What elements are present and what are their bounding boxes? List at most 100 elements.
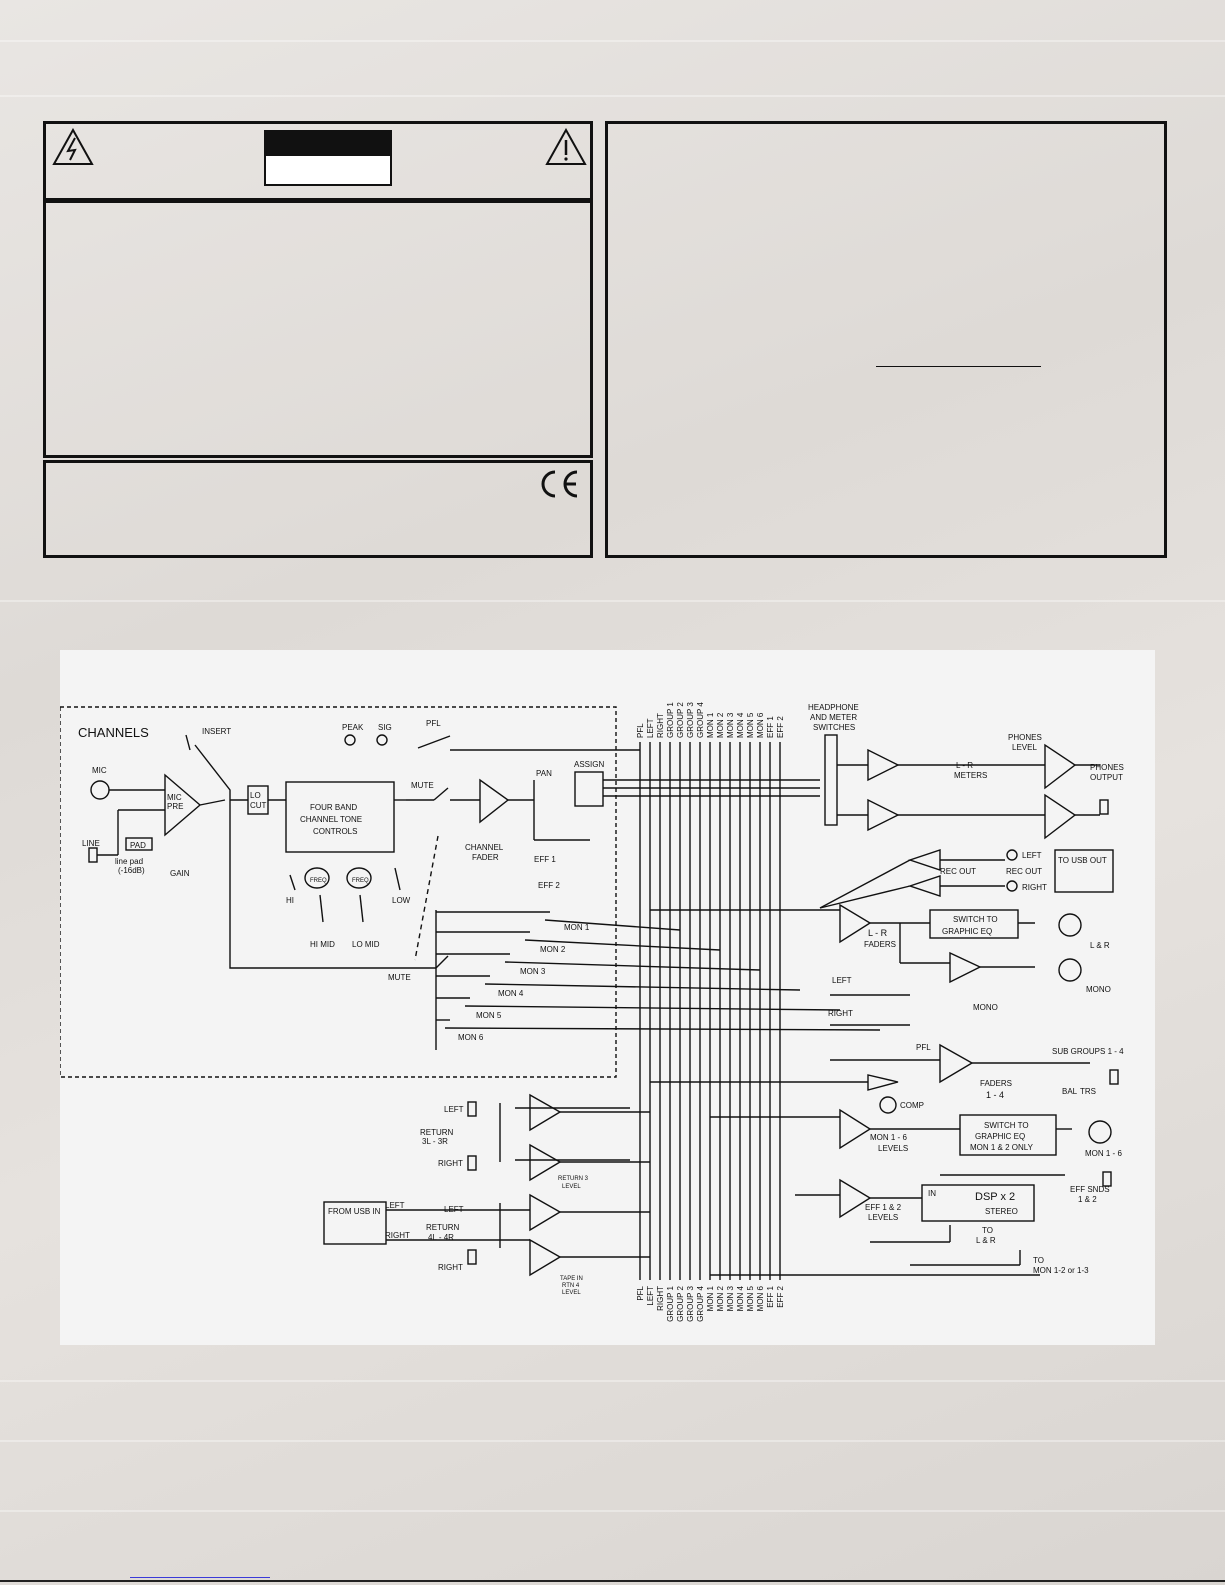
- rec-out-label-2: REC OUT: [1006, 867, 1042, 876]
- bus-label-bottom: GROUP 1: [666, 1285, 675, 1321]
- switch-graphic-label-2: GRAPHIC EQ: [942, 927, 992, 936]
- rec-out-amp-left: [907, 849, 941, 871]
- subgroup-fader-amp: [939, 1043, 974, 1084]
- return4-amp-left: [529, 1193, 562, 1232]
- phones-level-label-2: LEVEL: [1012, 743, 1037, 752]
- footer-link[interactable]: [130, 1577, 270, 1578]
- phones-output-amp-left: [1044, 743, 1077, 790]
- pfl-label: PFL: [426, 719, 441, 728]
- bus-label-top: MON 5: [746, 712, 755, 738]
- bus-label-top: EFF 2: [776, 716, 785, 738]
- bus-label-top: RIGHT: [656, 713, 665, 738]
- warranty-info-box: [605, 121, 1167, 558]
- switch-mon-label-2: GRAPHIC EQ: [975, 1132, 1025, 1141]
- tone-label-3: CONTROLS: [313, 827, 357, 836]
- switch-mon-label-3: MON 1 & 2 ONLY: [970, 1143, 1034, 1152]
- switch-mon-label-1: SWITCH TO: [984, 1121, 1029, 1130]
- bus-label-bottom: GROUP 2: [676, 1285, 685, 1321]
- bus-label-top: LEFT: [646, 718, 655, 738]
- eff-snds-label-2: 1 & 2: [1078, 1195, 1097, 1204]
- sub-groups-label: SUB GROUPS 1 - 4: [1052, 1047, 1124, 1056]
- safety-instructions-box: [43, 200, 593, 458]
- mono-amp: [949, 951, 982, 984]
- bus-label-top: GROUP 1: [666, 702, 675, 738]
- tape-label-3: LEVEL: [562, 1290, 581, 1296]
- bus-label-top: EFF 1: [766, 716, 775, 738]
- insert-label: INSERT: [202, 727, 231, 736]
- lo-mid-label: LO MID: [352, 940, 380, 949]
- hi-label: HI: [286, 896, 294, 905]
- lr-fader-amp: [839, 903, 872, 944]
- lo-mid-freq-label: FREQ: [352, 878, 369, 884]
- switch-graphic-eq-mon-box: [959, 1114, 1057, 1156]
- phones-output-amp-right: [1044, 793, 1077, 840]
- mon-output-label: MON 1 - 6: [1085, 1149, 1122, 1158]
- link-underline[interactable]: [876, 366, 1041, 367]
- bus-label-top: MON 4: [736, 712, 745, 738]
- return3-amp-right: [529, 1143, 562, 1182]
- hi-mid-freq-label: FREQ: [310, 878, 327, 884]
- sig-led: [376, 734, 388, 746]
- pan-label: PAN: [536, 769, 552, 778]
- return3-label-2: 3L - 3R: [422, 1137, 448, 1146]
- eff-levels-label-2: LEVELS: [868, 1213, 898, 1222]
- bus-label-bottom: MON 3: [726, 1285, 735, 1311]
- eff-levels-amp: [839, 1178, 872, 1219]
- return3-right-label: RIGHT: [438, 1159, 463, 1168]
- channel-fader-amp: [479, 778, 510, 824]
- tape-label-1: TAPE IN: [560, 1276, 583, 1282]
- return3-left-label: LEFT: [444, 1105, 464, 1114]
- mon1-label: MON 1: [564, 923, 590, 932]
- line-pad-label-1: line pad: [115, 857, 143, 866]
- comp-label: COMP: [900, 1101, 924, 1110]
- bus-label-bottom: MON 1: [706, 1285, 715, 1311]
- line-label: LINE: [82, 839, 100, 848]
- bus-label-bottom: RIGHT: [656, 1286, 665, 1311]
- rec-out-left-label: LEFT: [1022, 851, 1042, 860]
- bus-label-bottom: GROUP 4: [696, 1285, 705, 1321]
- lo-mid-freq-knob: [346, 867, 372, 889]
- phones-amp-right: [867, 798, 900, 832]
- channel-fader-label-2: FADER: [472, 853, 499, 862]
- dsp-box: [921, 1184, 1035, 1222]
- return4-left-label: LEFT: [444, 1205, 464, 1214]
- hp-switch-label-2: AND METER: [810, 713, 857, 722]
- to-mon-label-1: TO: [1033, 1256, 1044, 1265]
- bus-label-bottom: EFF 2: [776, 1285, 785, 1307]
- to-lr-label-1: TO: [982, 1226, 993, 1235]
- pfl2-label: PFL: [916, 1043, 931, 1052]
- mon5-label: MON 5: [476, 1011, 502, 1020]
- low-label: LOW: [392, 896, 411, 905]
- phones-amp-left: [867, 748, 900, 782]
- channel-fader-label-1: CHANNEL: [465, 843, 504, 852]
- return4-amp-right: [529, 1238, 562, 1277]
- bus-label-bottom: PFL: [636, 1285, 645, 1300]
- bus-label-top: MON 1: [706, 712, 715, 738]
- line-pad-label-2: (-16dB): [118, 866, 145, 875]
- mono-label: MONO: [973, 1003, 998, 1012]
- dsp-label: DSP x 2: [975, 1191, 1015, 1203]
- bus-label-bottom: MON 4: [736, 1285, 745, 1311]
- safety-warning-header-box: [43, 121, 593, 201]
- eff2-label: EFF 2: [538, 881, 560, 890]
- to-mon-label-2: MON 1-2 or 1-3: [1033, 1266, 1089, 1275]
- usb-in-box: [323, 1201, 387, 1245]
- pad-label: PAD: [130, 841, 146, 850]
- mon2-label: MON 2: [540, 945, 566, 954]
- usb-right-label: RIGHT: [385, 1231, 410, 1240]
- peak-label: PEAK: [342, 723, 364, 732]
- return3-amp-left: [529, 1093, 562, 1132]
- hi-mid-label: HI MID: [310, 940, 335, 949]
- return3-label-1: RETURN: [420, 1128, 454, 1137]
- eff1-label: EFF 1: [534, 855, 556, 864]
- lr-output-label: L & R: [1090, 941, 1110, 950]
- rec-out-right-label: RIGHT: [1022, 883, 1047, 892]
- bus-label-bottom: MON 6: [756, 1285, 765, 1311]
- to-usb-out-label: TO USB OUT: [1058, 856, 1107, 865]
- bus-label-top: MON 3: [726, 712, 735, 738]
- trs-label: TRS: [1080, 1087, 1096, 1096]
- bus-label-top: MON 2: [716, 712, 725, 738]
- lr-faders-label-2: FADERS: [864, 940, 896, 949]
- mon-levels-label-1: MON 1 - 6: [870, 1133, 907, 1142]
